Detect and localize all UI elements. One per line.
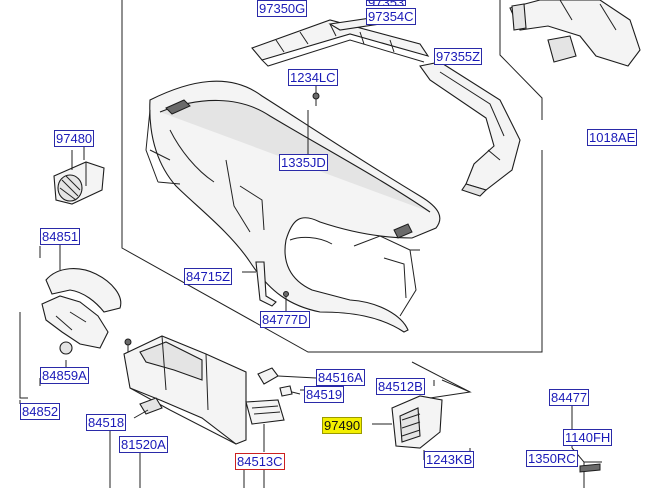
part-label-84851[interactable]: 84851 <box>40 228 81 245</box>
part-label-84852[interactable]: 84852 <box>20 403 61 420</box>
part-label-84859a[interactable]: 84859A <box>40 367 89 384</box>
part-label-84513c[interactable]: 84513C <box>235 453 285 470</box>
part-label-84715z[interactable]: 84715Z <box>184 268 233 285</box>
center-duct-illustration <box>509 0 641 67</box>
group-frame-left <box>19 246 41 399</box>
part-label-97354c[interactable]: 97354C <box>366 8 416 25</box>
part-label-97353[interactable]: 97353 <box>366 0 407 6</box>
fastener-illustrations <box>571 404 602 488</box>
group-frame-bottom <box>109 430 265 488</box>
part-label-1335jd[interactable]: 1335JD <box>279 154 328 171</box>
part-label-84516a[interactable]: 84516A <box>316 369 365 386</box>
part-label-1018ae[interactable]: 1018AE <box>587 129 638 146</box>
part-label-1243kb[interactable]: 1243KB <box>424 451 475 468</box>
group-frame-main <box>121 0 543 353</box>
part-label-84777d[interactable]: 84777D <box>260 311 310 328</box>
side-vent-illustration <box>53 150 105 205</box>
part-label-97350g[interactable]: 97350G <box>257 0 308 17</box>
latch-parts-illustration <box>245 367 317 452</box>
part-label-84519[interactable]: 84519 <box>304 386 345 403</box>
cover-84851-illustration <box>41 244 122 372</box>
part-label-81520a[interactable]: 81520A <box>119 436 168 453</box>
glove-box-illustration <box>123 335 247 445</box>
bracket-84715z-illustration <box>242 261 289 312</box>
center-vent-illustration <box>372 361 472 460</box>
part-label-1234lc[interactable]: 1234LC <box>288 69 338 86</box>
part-label-97480[interactable]: 97480 <box>54 130 95 147</box>
part-label-1350rc[interactable]: 1350RC <box>526 450 578 467</box>
part-label-97490[interactable]: 97490 <box>322 417 363 434</box>
part-label-1140fh[interactable]: 1140FH <box>563 429 613 446</box>
part-label-97355z[interactable]: 97355Z <box>434 48 483 65</box>
part-label-84512b[interactable]: 84512B <box>376 378 425 395</box>
crash-pad-illustration <box>145 80 441 333</box>
side-duct-illustration <box>419 61 521 197</box>
part-label-84518[interactable]: 84518 <box>86 414 127 431</box>
part-label-84477[interactable]: 84477 <box>549 389 590 406</box>
